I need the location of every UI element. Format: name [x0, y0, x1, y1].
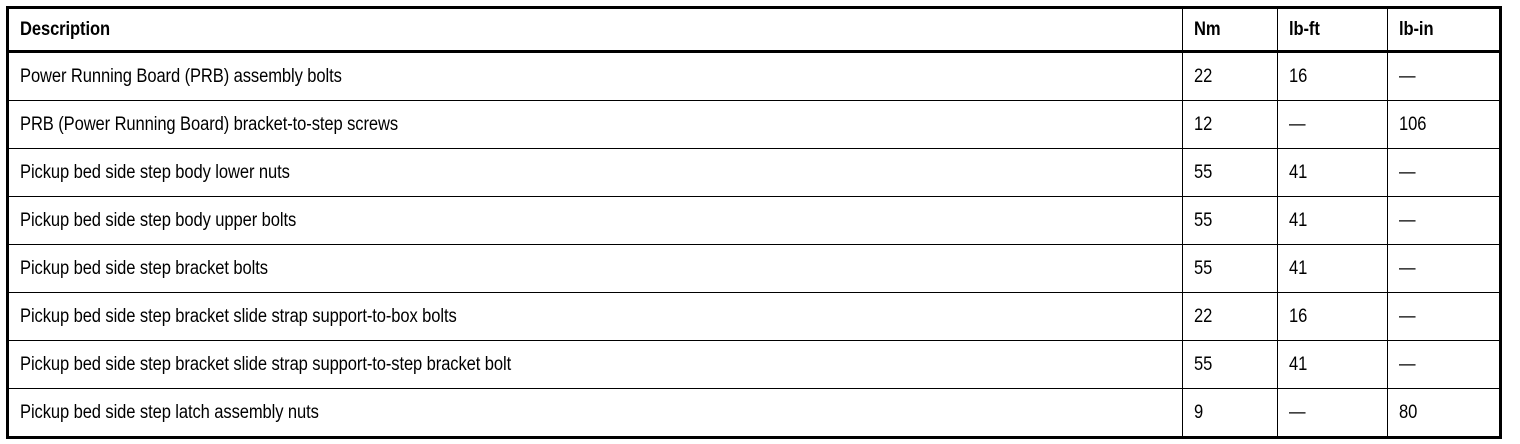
- cell-nm-text: 55: [1194, 161, 1213, 183]
- cell-description-text: Power Running Board (PRB) assembly bolts: [20, 65, 342, 87]
- cell-lb-in: 80: [1387, 388, 1501, 438]
- table-row: Pickup bed side step body lower nuts 55 …: [7, 148, 1501, 197]
- cell-nm-text: 55: [1194, 257, 1213, 279]
- cell-lb-in: —: [1387, 196, 1501, 245]
- cell-lb-ft-text: 16: [1289, 65, 1308, 87]
- cell-lb-ft-text: 41: [1289, 353, 1308, 375]
- cell-description: Pickup bed side step bracket slide strap…: [7, 340, 1183, 389]
- cell-lb-ft: 41: [1277, 196, 1388, 245]
- column-header-lb-in: lb-in: [1387, 7, 1501, 53]
- cell-lb-ft-text: 41: [1289, 209, 1308, 231]
- cell-description: Pickup bed side step latch assembly nuts: [7, 388, 1183, 438]
- cell-lb-in-text: 106: [1399, 113, 1427, 135]
- cell-nm: 22: [1182, 51, 1278, 101]
- column-header-nm: Nm: [1182, 7, 1278, 53]
- table-row: Pickup bed side step bracket slide strap…: [7, 292, 1501, 341]
- cell-description: PRB (Power Running Board) bracket-to-ste…: [7, 100, 1183, 149]
- cell-nm: 22: [1182, 292, 1278, 341]
- column-header-description-label: Description: [20, 18, 110, 40]
- cell-nm-text: 22: [1194, 305, 1213, 327]
- table-header-row: Description Nm lb-ft lb-in: [7, 7, 1501, 53]
- table-row: Pickup bed side step latch assembly nuts…: [7, 388, 1501, 438]
- cell-lb-ft: 16: [1277, 292, 1388, 341]
- cell-lb-ft: 41: [1277, 340, 1388, 389]
- column-header-lb-in-label: lb-in: [1399, 18, 1434, 40]
- cell-lb-ft-text: —: [1289, 401, 1306, 423]
- table-row: Pickup bed side step bracket bolts 55 41…: [7, 244, 1501, 293]
- cell-nm: 55: [1182, 244, 1278, 293]
- cell-lb-ft: 41: [1277, 148, 1388, 197]
- cell-lb-ft: 41: [1277, 244, 1388, 293]
- cell-nm: 55: [1182, 196, 1278, 245]
- cell-lb-in: —: [1387, 340, 1501, 389]
- cell-lb-in-text: —: [1399, 161, 1416, 183]
- cell-lb-ft-text: 41: [1289, 257, 1308, 279]
- cell-nm-text: 55: [1194, 209, 1213, 231]
- cell-lb-in: —: [1387, 148, 1501, 197]
- column-header-lb-ft: lb-ft: [1277, 7, 1388, 53]
- cell-description: Pickup bed side step body upper bolts: [7, 196, 1183, 245]
- cell-lb-in-text: —: [1399, 209, 1416, 231]
- cell-description-text: Pickup bed side step bracket slide strap…: [20, 305, 457, 327]
- cell-lb-in: —: [1387, 292, 1501, 341]
- cell-lb-ft-text: 41: [1289, 161, 1308, 183]
- cell-description: Pickup bed side step body lower nuts: [7, 148, 1183, 197]
- table-body: Power Running Board (PRB) assembly bolts…: [7, 51, 1501, 438]
- table-row: Pickup bed side step body upper bolts 55…: [7, 196, 1501, 245]
- cell-lb-in: —: [1387, 244, 1501, 293]
- cell-description-text: Pickup bed side step body lower nuts: [20, 161, 290, 183]
- cell-description-text: Pickup bed side step latch assembly nuts: [20, 401, 319, 423]
- cell-description: Pickup bed side step bracket slide strap…: [7, 292, 1183, 341]
- cell-nm-text: 9: [1194, 401, 1204, 423]
- cell-nm: 12: [1182, 100, 1278, 149]
- cell-lb-ft-text: —: [1289, 113, 1306, 135]
- column-header-description: Description: [7, 7, 1183, 53]
- cell-nm-text: 22: [1194, 65, 1213, 87]
- cell-nm: 55: [1182, 148, 1278, 197]
- cell-nm: 55: [1182, 340, 1278, 389]
- cell-lb-in-text: 80: [1399, 401, 1418, 423]
- cell-lb-ft: —: [1277, 100, 1388, 149]
- table-header: Description Nm lb-ft lb-in: [7, 7, 1501, 53]
- cell-description: Pickup bed side step bracket bolts: [7, 244, 1183, 293]
- table-row: PRB (Power Running Board) bracket-to-ste…: [7, 100, 1501, 149]
- cell-lb-in-text: —: [1399, 257, 1416, 279]
- cell-nm: 9: [1182, 388, 1278, 438]
- cell-lb-in-text: —: [1399, 65, 1416, 87]
- cell-lb-ft-text: 16: [1289, 305, 1308, 327]
- torque-specification-table: Description Nm lb-ft lb-in Power Running…: [6, 6, 1502, 439]
- cell-lb-ft: —: [1277, 388, 1388, 438]
- column-header-lb-ft-label: lb-ft: [1289, 18, 1320, 40]
- cell-lb-in-text: —: [1399, 353, 1416, 375]
- cell-lb-ft: 16: [1277, 51, 1388, 101]
- cell-lb-in-text: —: [1399, 305, 1416, 327]
- cell-description-text: Pickup bed side step bracket bolts: [20, 257, 268, 279]
- table-row: Power Running Board (PRB) assembly bolts…: [7, 51, 1501, 101]
- cell-lb-in: 106: [1387, 100, 1501, 149]
- cell-description-text: PRB (Power Running Board) bracket-to-ste…: [20, 113, 399, 135]
- column-header-nm-label: Nm: [1194, 18, 1221, 40]
- cell-description: Power Running Board (PRB) assembly bolts: [7, 51, 1183, 101]
- cell-nm-text: 55: [1194, 353, 1213, 375]
- cell-description-text: Pickup bed side step body upper bolts: [20, 209, 297, 231]
- cell-lb-in: —: [1387, 51, 1501, 101]
- table-row: Pickup bed side step bracket slide strap…: [7, 340, 1501, 389]
- cell-nm-text: 12: [1194, 113, 1213, 135]
- cell-description-text: Pickup bed side step bracket slide strap…: [20, 353, 512, 375]
